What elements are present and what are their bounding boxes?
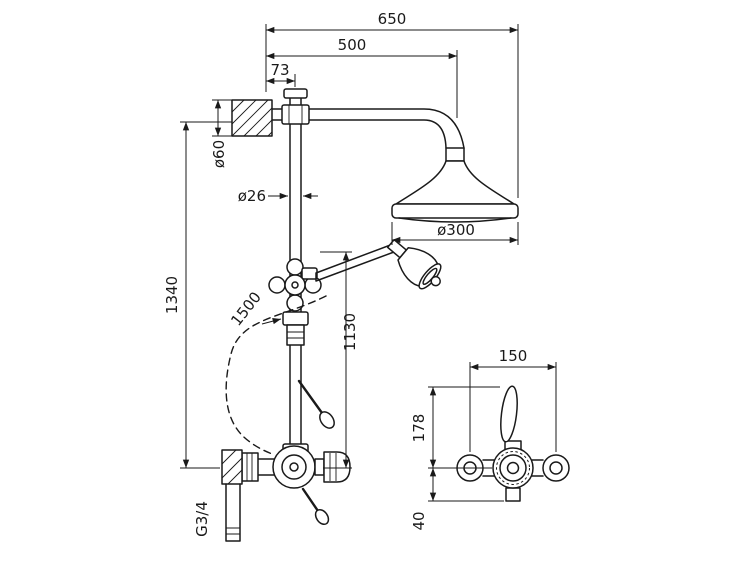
dim-label-inlet-thread: G3/4 [193,501,211,537]
dim-label-inlet-spacing: 150 [499,347,528,365]
dimension-annotations: 650 500 73 ø300 ø26 ø60 1340 1130 1500 G… [163,10,557,537]
thermostatic-valve-front-view [456,385,570,502]
riser-top-cap [283,88,308,99]
shower-arm-inner [271,119,447,149]
dim-label-overall-width: 650 [378,10,407,28]
hand-shower-holder [301,267,318,280]
hand-shower-handle [315,243,395,282]
dim-label-wall-offset: 73 [270,61,289,79]
dim-label-head-diameter: ø300 [437,221,475,239]
cross-handle-knob [268,258,322,312]
front-lever-handle [500,385,518,443]
bottom-outlet-stub [505,487,521,502]
dim-label-hose-length: 1500 [227,288,265,329]
arm-riser-junction [281,104,310,125]
dim-label-outlet-offset: 40 [410,511,428,530]
dim-label-total-height: 1340 [163,276,181,314]
inlet-pipe-down [225,483,241,542]
wall-elbow [221,449,243,485]
dim-label-riser-diameter: ø26 [238,187,266,205]
riser-lever-handle [297,379,335,429]
hand-shower-head [386,238,442,290]
lower-lever-handle [301,487,330,526]
dim-label-riser-height: 1130 [341,313,359,351]
overhead-shower-head [391,147,519,223]
thermostatic-valve-side [221,443,351,542]
diverter-body [282,311,309,346]
center-valve-face [492,447,534,489]
shower-hose-dashed [225,295,327,455]
wall-flange [231,99,273,137]
leader-1500 [261,318,282,325]
dim-label-head-reach: 500 [338,36,367,54]
dim-label-handle-height: 178 [410,414,428,443]
dim-label-flange-diameter: ø60 [210,140,228,168]
right-inlet-port [542,454,570,482]
valve-body [272,445,316,489]
shower-arm [271,108,465,149]
